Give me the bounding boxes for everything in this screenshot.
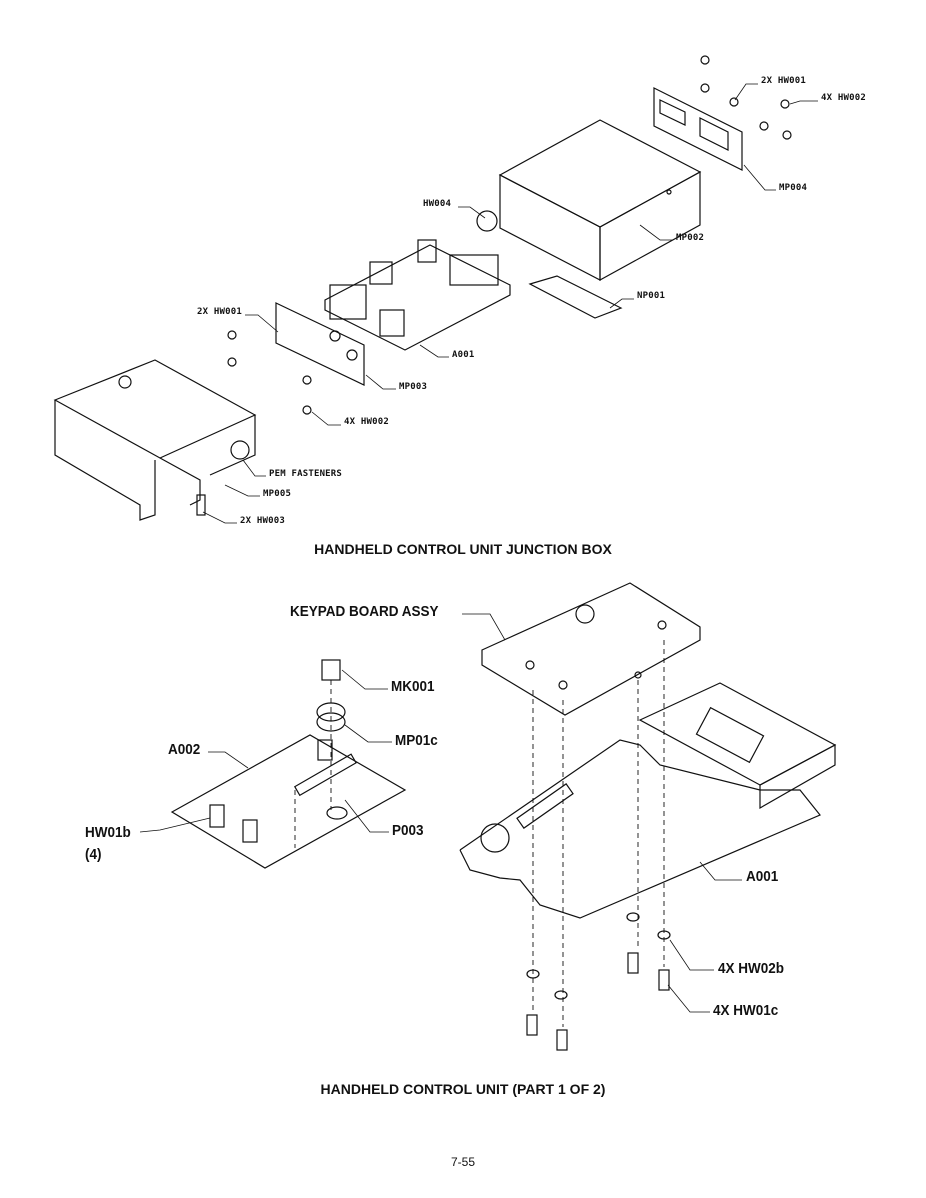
junction-box-title: HANDHELD CONTROL UNIT JUNCTION BOX <box>314 541 612 557</box>
label-4x-hw002-left: 4X HW002 <box>344 417 389 427</box>
label-mp003: MP003 <box>399 382 428 392</box>
label-np001: NP001 <box>637 291 666 301</box>
leader-lines-top <box>202 83 818 524</box>
label-hw01b: HW01b <box>85 824 131 841</box>
display-module <box>638 682 837 810</box>
label-2x-hw001-left: 2X HW001 <box>197 307 242 317</box>
bottom-hardware <box>526 912 671 1051</box>
label-hw004: HW004 <box>423 199 452 209</box>
hw004-battery <box>476 210 498 232</box>
label-mk001: MK001 <box>391 678 435 695</box>
label-4x-hw01c: 4X HW01c <box>713 1002 779 1019</box>
np001-nameplate <box>528 275 623 319</box>
label-2x-hw003: 2X HW003 <box>240 516 285 526</box>
label-mp01c: MP01c <box>395 732 438 749</box>
label-hw01b-quantity: (4) <box>85 846 102 863</box>
mp003-end-plate <box>275 302 365 386</box>
label-p003: P003 <box>392 822 424 839</box>
leader-lines-bottom <box>139 613 742 1013</box>
mp002-enclosure <box>498 119 702 282</box>
control-unit-title: HANDHELD CONTROL UNIT (PART 1 OF 2) <box>320 1081 606 1097</box>
a001-circuit-board <box>324 239 511 351</box>
mp005-bracket <box>53 359 257 521</box>
a002-board <box>170 734 407 869</box>
label-4x-hw002-right: 4X HW002 <box>821 93 866 103</box>
label-a001-top: A001 <box>452 350 475 360</box>
label-mp005: MP005 <box>263 489 292 499</box>
label-4x-hw02b: 4X HW02b <box>718 960 785 977</box>
left-screws <box>227 330 312 415</box>
right-screws <box>700 55 792 140</box>
mp004-end-plate <box>653 87 743 171</box>
label-mp004: MP004 <box>779 183 808 193</box>
page-number: 7-55 <box>450 1155 476 1169</box>
label-keypad-board-assy: KEYPAD BOARD ASSY <box>290 603 439 620</box>
label-2x-hw001-right: 2X HW001 <box>761 76 806 86</box>
label-pem-fasteners: PEM FASTENERS <box>269 469 343 479</box>
a001-main-board <box>459 739 821 919</box>
keypad-board <box>481 582 701 716</box>
dashed-alignment-lines <box>294 640 665 1027</box>
label-a001-bottom: A001 <box>746 868 779 885</box>
label-mp002: MP002 <box>676 233 705 243</box>
label-a002: A002 <box>168 741 201 758</box>
